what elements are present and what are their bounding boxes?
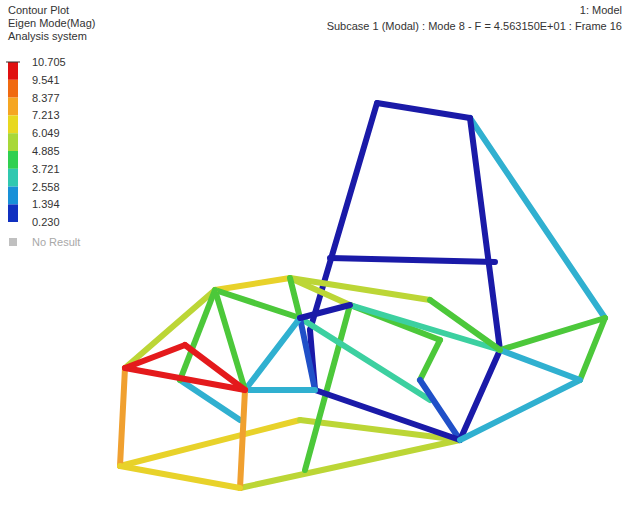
frame-tube	[350, 305, 500, 350]
frame-tube	[430, 300, 500, 350]
legend-text: No Result	[32, 236, 80, 249]
frame-tube	[120, 420, 300, 466]
frame-tube	[500, 318, 605, 350]
frame-tube	[245, 318, 300, 390]
legend-value: 7.213	[32, 109, 60, 122]
frame-tube	[125, 345, 185, 368]
frame-tube	[215, 290, 300, 318]
plot-title: Contour Plot	[8, 4, 69, 17]
frame-tube	[420, 340, 440, 380]
frame-tube	[470, 118, 500, 350]
frame-tube	[310, 103, 377, 330]
frame-tube	[245, 387, 315, 393]
frame-tube	[120, 466, 240, 488]
legend-value: 2.558	[32, 181, 60, 194]
subcase-info: Subcase 1 (Modal) : Mode 8 - F = 4.56315…	[327, 20, 622, 33]
legend-value: 1.394	[32, 198, 60, 211]
frame-tube	[240, 440, 460, 488]
frame-tube	[290, 278, 350, 305]
legend-value: 0.230	[32, 216, 60, 229]
result-type: Eigen Mode(Mag)	[8, 17, 95, 30]
legend-value: 3.721	[32, 163, 60, 176]
frame-tube	[377, 103, 470, 118]
legend-value: 9.541	[32, 74, 60, 87]
frame-tube	[330, 258, 495, 262]
frame-tube	[240, 390, 245, 488]
legend-swatch	[9, 238, 17, 246]
frame-tube	[460, 350, 500, 440]
frame-tube	[185, 345, 245, 390]
color-bar	[6, 62, 20, 222]
frame-tube	[315, 390, 460, 440]
frame-tube	[300, 305, 350, 318]
frame-tube	[460, 380, 580, 440]
frame-tube	[215, 278, 290, 290]
legend-value: 6.049	[32, 127, 60, 140]
frame-tube	[215, 290, 245, 390]
system-name: Analysis system	[8, 30, 87, 43]
frame-tube	[290, 278, 300, 318]
legend-value: 10.705	[32, 56, 66, 69]
legend-value: 8.377	[32, 92, 60, 105]
frame-tube	[500, 350, 580, 380]
frame-tube	[120, 368, 125, 466]
model-name: 1: Model	[580, 4, 622, 17]
legend-value: 4.885	[32, 145, 60, 158]
frame-tube	[300, 318, 315, 390]
frame-tubes	[120, 103, 605, 488]
